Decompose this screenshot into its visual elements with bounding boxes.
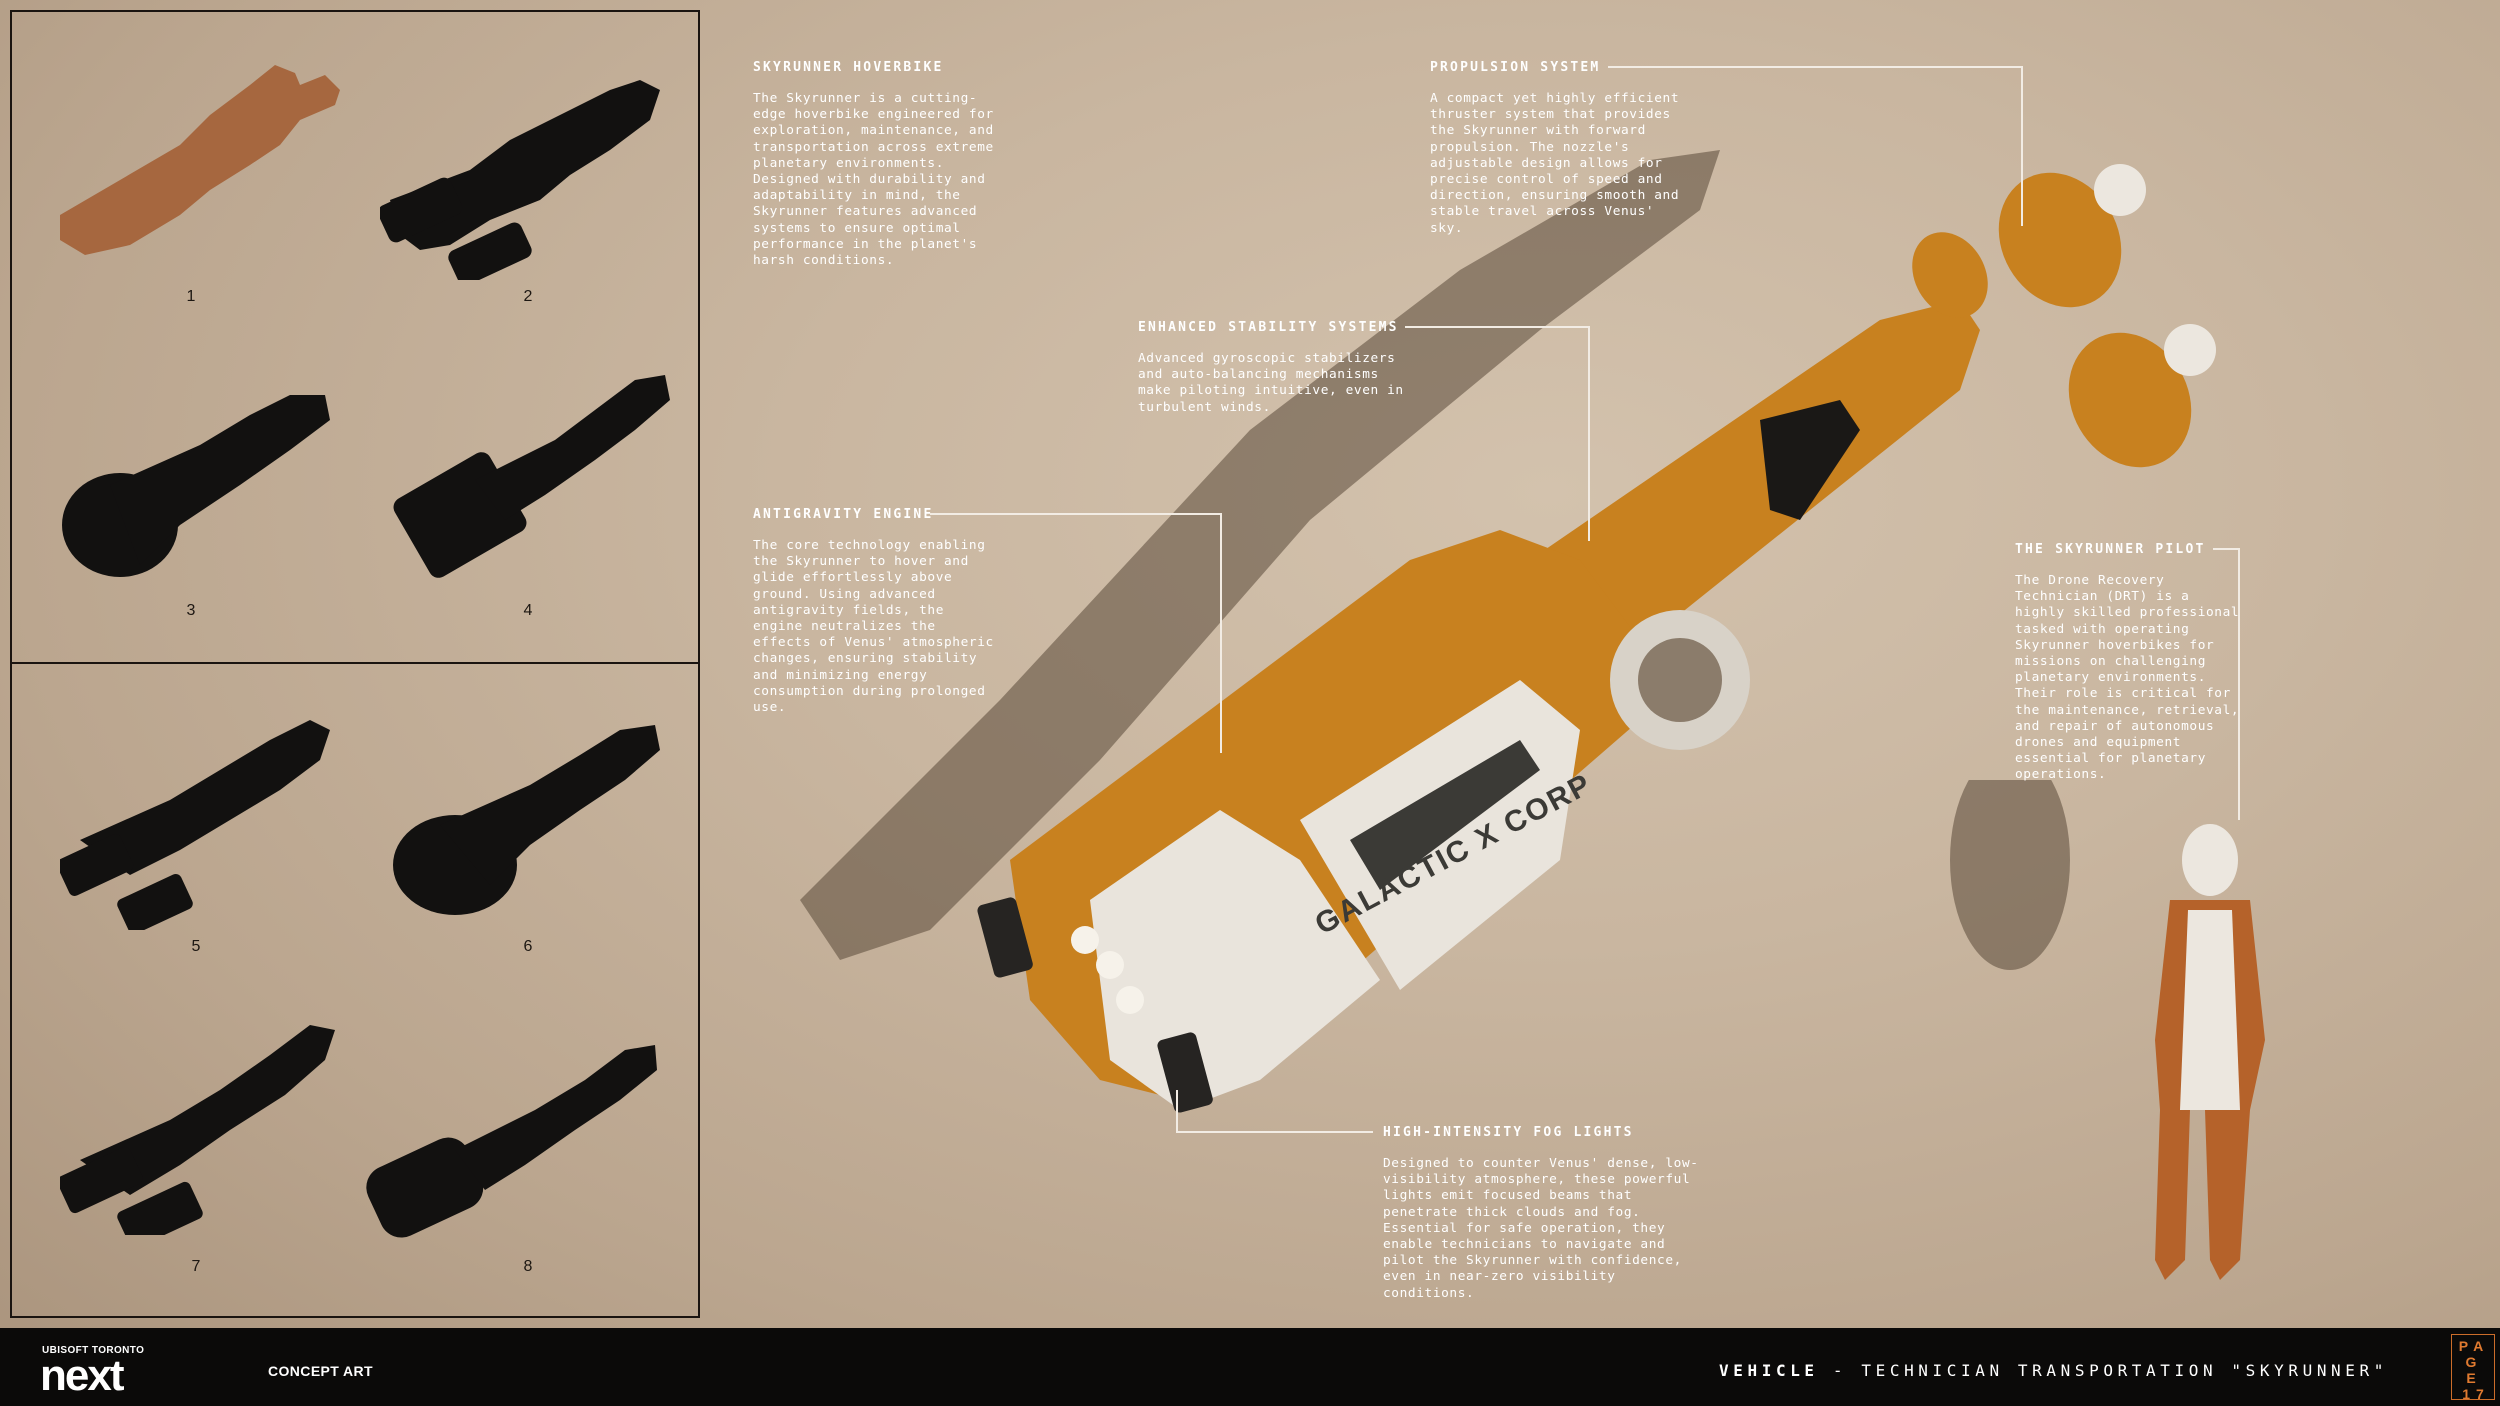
callout-body: The core technology enabling the Skyrunn… [753, 538, 994, 716]
thumbnail-4-shape [393, 375, 670, 578]
thumbnail-4 [393, 375, 670, 578]
section-label: CONCEPT ART [268, 1363, 373, 1379]
callout-fog-lights: HIGH-INTENSITY FOG LIGHTS Designed to co… [1383, 1125, 1708, 1302]
callout-title: ENHANCED STABILITY SYSTEMS [1138, 320, 1399, 335]
pilot-tabard [2180, 910, 2240, 1110]
thumbnail-5-number: 5 [191, 938, 201, 955]
thumbnail-8-shape [366, 1045, 657, 1238]
callout-skyrunner-hoverbike: SKYRUNNER HOVERBIKE The Skyrunner is a c… [753, 60, 1008, 269]
side-turbine-core [1638, 638, 1722, 722]
page-indicator: PAGE 17 [2451, 1334, 2495, 1402]
fog-light-left [977, 897, 1033, 978]
callout-body: The Drone Recovery Technician (DRT) is a… [2015, 573, 2240, 783]
thumbnail-4-number: 4 [523, 602, 533, 619]
pilot-figure-render [1950, 780, 2265, 1280]
callout-propulsion-system: PROPULSION SYSTEM A compact yet highly e… [1430, 60, 1685, 237]
leader-line-propulsion-drop [2021, 66, 2023, 226]
skyrunner-vehicle-render: GALACTIC X CORP [800, 150, 2216, 1113]
fog-light-right [1157, 1032, 1213, 1113]
sheet-title-separator: - [1818, 1361, 1862, 1380]
thumbnail-3-number: 3 [186, 602, 196, 619]
page-number: 17 [2462, 1386, 2490, 1402]
thumbnail-3-shape [62, 395, 330, 577]
silhouette-panel-bottom [10, 662, 700, 1318]
thruster-nozzle-top [2094, 164, 2146, 216]
callout-title: THE SKYRUNNER PILOT [2015, 542, 2206, 557]
sheet-title: VEHICLE - TECHNICIAN TRANSPORTATION "SKY… [1719, 1361, 2388, 1380]
leader-line-stability-drop [1588, 326, 1590, 541]
seat [1760, 400, 1860, 520]
leader-line-pilot [2213, 548, 2240, 550]
thruster-bottom [2068, 332, 2192, 468]
hull-white-band [1090, 810, 1380, 1110]
thumbnail-3 [62, 395, 330, 577]
thumbnail-5-shape [60, 720, 330, 930]
leader-line-antigravity [930, 513, 1222, 515]
callout-body: Designed to counter Venus' dense, low-vi… [1383, 1156, 1699, 1301]
callout-title: SKYRUNNER HOVERBIKE [753, 60, 944, 75]
thumbnail-2-number: 2 [523, 288, 533, 305]
sheet-category: VEHICLE [1719, 1361, 1819, 1380]
thumbnail-1 [60, 65, 340, 255]
page-label: PAGE [2458, 1338, 2490, 1386]
thumbnail-7-number: 7 [191, 1258, 201, 1275]
footer-bar: UBISOFT TORONTO next CONCEPT ART VEHICLE… [0, 1328, 2500, 1406]
thruster-nozzle-bottom [2164, 324, 2216, 376]
hull-dark-stripe [1350, 740, 1540, 890]
thumbnail-6 [393, 725, 660, 915]
leader-line-stability [1405, 326, 1590, 328]
callout-body: Advanced gyroscopic stabilizers and auto… [1138, 351, 1404, 415]
leader-line-fog-lights [1178, 1131, 1373, 1133]
thumbnail-8 [366, 1045, 657, 1238]
callout-body: The Skyrunner is a cutting-edge hoverbik… [753, 91, 994, 269]
thruster-small [1912, 232, 1988, 318]
callout-title: HIGH-INTENSITY FOG LIGHTS [1383, 1125, 1634, 1140]
callout-body: A compact yet highly efficient thruster … [1430, 91, 1680, 236]
callout-antigravity-engine: ANTIGRAVITY ENGINE The core technology e… [753, 507, 998, 716]
thumbnail-6-shape [393, 725, 660, 915]
studio-logo: next [40, 1351, 124, 1400]
leader-line-fog-lights-rise [1176, 1090, 1178, 1133]
callout-title: PROPULSION SYSTEM [1430, 60, 1601, 75]
leader-line-antigravity-drop [1220, 513, 1222, 753]
callout-title: ANTIGRAVITY ENGINE [753, 507, 934, 522]
thumbnail-5 [60, 720, 330, 930]
callout-skyrunner-pilot: THE SKYRUNNER PILOT The Drone Recovery T… [2015, 542, 2240, 784]
pilot-shadow [1950, 780, 2070, 970]
leader-line-pilot-drop [2238, 548, 2240, 820]
thumbnail-2 [380, 80, 660, 280]
thumbnail-2-shape [380, 80, 660, 280]
leader-line-propulsion [1608, 66, 2023, 68]
callout-enhanced-stability: ENHANCED STABILITY SYSTEMS Advanced gyro… [1138, 320, 1408, 416]
pilot-helmet [2182, 824, 2238, 896]
thumbnail-8-number: 8 [523, 1258, 533, 1275]
thumbnail-1-shape [60, 65, 340, 255]
thumbnail-7 [60, 1025, 335, 1235]
sheet-title-text: TECHNICIAN TRANSPORTATION "SKYRUNNER" [1861, 1361, 2388, 1380]
thumbnail-1-number: 1 [186, 288, 196, 305]
thumbnail-7-shape [60, 1025, 335, 1235]
thumbnail-6-number: 6 [523, 938, 533, 955]
thruster-top [1998, 172, 2122, 308]
studio-logo-caption: UBISOFT TORONTO [42, 1345, 145, 1356]
vehicle-shadow [800, 150, 1720, 960]
rear-boom [1530, 300, 1980, 640]
